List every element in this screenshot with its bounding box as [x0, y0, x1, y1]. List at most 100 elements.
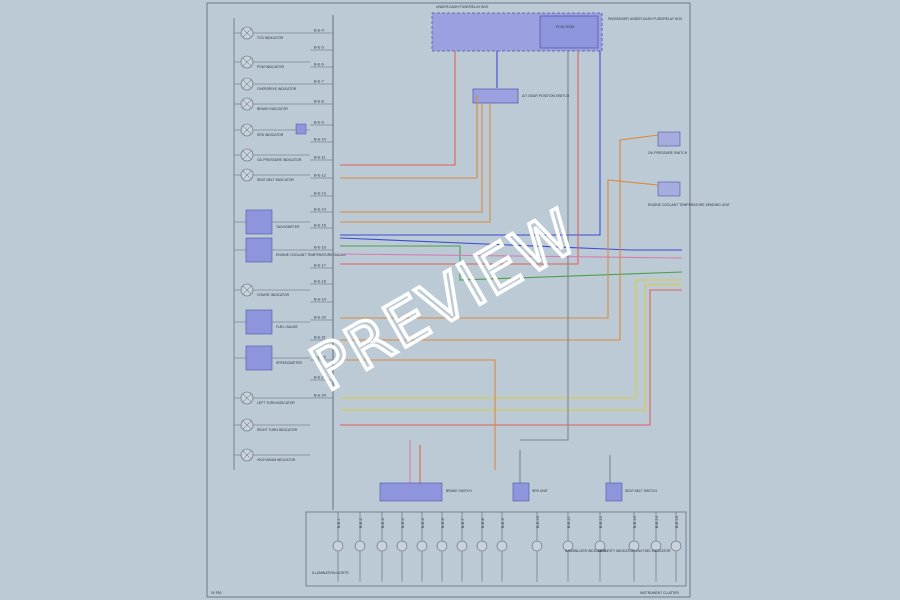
bottom-pin-label: B-E-12 — [599, 516, 603, 528]
bottom-pin-1: B-E-2 — [354, 512, 366, 582]
bottom-bulb-icon — [628, 540, 640, 552]
bulb-cross — [242, 125, 252, 135]
indicator-label: SEAT BELT INDICATOR — [257, 178, 294, 182]
indicator-2: OVERDRIVE INDICATOR — [234, 77, 310, 91]
bottom-bulb-icon — [376, 540, 388, 552]
bottom-pin-14: B-E-15 — [670, 512, 682, 582]
seat-belt-switch-box — [605, 482, 623, 502]
bottom-pin-label: B-E-15 — [675, 516, 679, 528]
fuse-left-label: UNDER-DASH FUSE/RELAY BOX — [436, 5, 489, 9]
low-fuel-label: LOW FUEL INDICATOR — [634, 549, 671, 553]
wire-orange-6 — [340, 359, 496, 470]
wire-orange-5 — [340, 134, 659, 341]
bottom-connector-frame — [305, 511, 687, 587]
bottom-pin-label: B-E-13 — [633, 516, 637, 528]
bottom-bulb-icon — [650, 540, 662, 552]
bottom-pin-label: B-E-3 — [381, 518, 385, 528]
wire-yellow-1 — [340, 279, 682, 399]
indicator-label: OVERDRIVE INDICATOR — [257, 87, 297, 91]
bottom-pin-label: B-E-14 — [655, 516, 659, 528]
indicator-label: FUEL GAUGE — [276, 325, 298, 329]
bottom-pin-label: B-E-8 — [481, 518, 485, 528]
left-pin-label: B-E-9 — [314, 121, 324, 125]
indicator-7: TACHOMETER — [234, 209, 310, 235]
passenger-fuse-box-label: PASSENGER UNDER-DASH FUSE/RELAY BOX — [608, 17, 683, 21]
indicator-label: PGM INDICATOR — [257, 65, 285, 69]
bottom-bulb-icon — [436, 540, 448, 552]
indicator-9: CRUISE INDICATOR — [234, 283, 310, 297]
brake-switch-label: BRAKE SWITCH — [446, 489, 472, 493]
left-pin-label: B-E-14 — [314, 208, 326, 212]
bulb-cross — [242, 170, 252, 180]
indicator-12: LEFT TURN INDICATOR — [234, 391, 310, 405]
seat-belt-switch-label: SEAT BELT SWITCH — [625, 489, 658, 493]
left-pin-label: B-E-12 — [314, 174, 326, 178]
bottom-pin-label: B-E-6 — [441, 518, 445, 528]
bottom-pin-13: B-E-14 — [650, 512, 662, 582]
indicator-label: SRS INDICATOR — [257, 133, 284, 137]
bulb-cross — [242, 79, 252, 89]
center-connector-box — [472, 88, 519, 104]
srs-unit-label: SRS UNIT — [532, 489, 548, 493]
indicator-label: ENGINE COOLANT TEMPERATURE GAUGE — [276, 253, 346, 257]
bottom-bulb-icon — [531, 540, 543, 552]
preview-watermark: PREVIEW — [298, 195, 590, 406]
bottom-bulb-icon — [396, 540, 408, 552]
center-connector-label: A/T GEAR POSITION SWITCH — [522, 94, 570, 98]
left-pin-label: B-E-21 — [314, 336, 326, 340]
bulb-cross — [242, 450, 252, 460]
indicator-1: PGM INDICATOR — [234, 55, 310, 69]
indicator-14: HIGH BEAM INDICATOR — [234, 448, 310, 462]
left-connector-pins: B-E-4B-E-5B-E-6B-E-7B-E-8B-E-9B-E-10B-E-… — [310, 29, 333, 399]
indicator-5: OIL PRESSURE INDICATOR — [234, 148, 310, 162]
bottom-pin-7: B-E-8 — [476, 512, 488, 582]
indicator-label: LEFT TURN INDICATOR — [257, 401, 295, 405]
srs-module-box — [295, 123, 307, 135]
left-pin-label: B-E-13 — [314, 192, 326, 196]
wire-harness — [339, 51, 683, 483]
wire-orange-4 — [340, 179, 659, 319]
diagram-frame — [206, 2, 691, 598]
indicator-10: FUEL GAUGE — [234, 309, 310, 335]
bottom-pin-9: B-E-10 — [531, 512, 543, 582]
bottom-bulb-icon — [496, 540, 508, 552]
left-pin-label: B-E-6 — [314, 63, 324, 67]
bottom-pin-8: B-E-9 — [496, 512, 508, 582]
left-pin-label: B-E-10 — [314, 138, 326, 142]
bottom-bulb-icon — [594, 540, 606, 552]
bottom-pin-10: B-E-11 — [562, 512, 574, 582]
bottom-pin-label: B-E-1 — [337, 518, 341, 528]
bottom-bulb-icon — [456, 540, 468, 552]
wire-green-1 — [340, 245, 683, 281]
wire-blue-2 — [339, 237, 682, 251]
bottom-pin-5: B-E-6 — [436, 512, 448, 582]
bottom-bulb-icon — [476, 540, 488, 552]
bulb-cross — [242, 393, 252, 403]
left-pin-label: B-E-7 — [314, 80, 324, 84]
left-pin-label: B-E-22 — [314, 356, 326, 360]
bottom-pin-label: B-E-9 — [501, 518, 505, 528]
bottom-pin-label: B-E-4 — [401, 518, 405, 528]
left-pin-label: B-E-4 — [314, 29, 324, 33]
wire-pink-1 — [339, 253, 683, 259]
bottom-bulb-icon — [416, 540, 428, 552]
indicator-label: BRAKE INDICATOR — [257, 107, 288, 111]
wire-orange-2 — [340, 103, 483, 213]
wire-orange-1 — [340, 95, 478, 179]
wire-gray-1 — [519, 450, 611, 483]
left-pin-label: B-E-5 — [314, 46, 324, 50]
indicator-label: TACHOMETER — [276, 225, 300, 229]
left-pin-label: B-E-17 — [314, 264, 326, 268]
indicator-label: OIL PRESSURE INDICATOR — [257, 158, 302, 162]
immobilizer-label: IMMOBILIZER INDICATOR — [565, 549, 607, 553]
indicator-3: BRAKE INDICATOR — [234, 97, 310, 111]
bottom-bulb-icon — [670, 540, 682, 552]
wire-yellow-2 — [340, 284, 682, 411]
left-pin-label: B-E-19 — [314, 298, 326, 302]
srs-unit-box — [512, 482, 530, 502]
bottom-pin-2: B-E-3 — [376, 512, 388, 582]
indicator-6: SEAT BELT INDICATOR — [234, 168, 310, 182]
oil-pressure-switch-label: OIL PRESSURE SWITCH — [648, 151, 688, 155]
illumination-label: ILLUMINATION LIGHTS — [312, 571, 349, 575]
left-pin-label: B-E-23 — [314, 376, 326, 380]
